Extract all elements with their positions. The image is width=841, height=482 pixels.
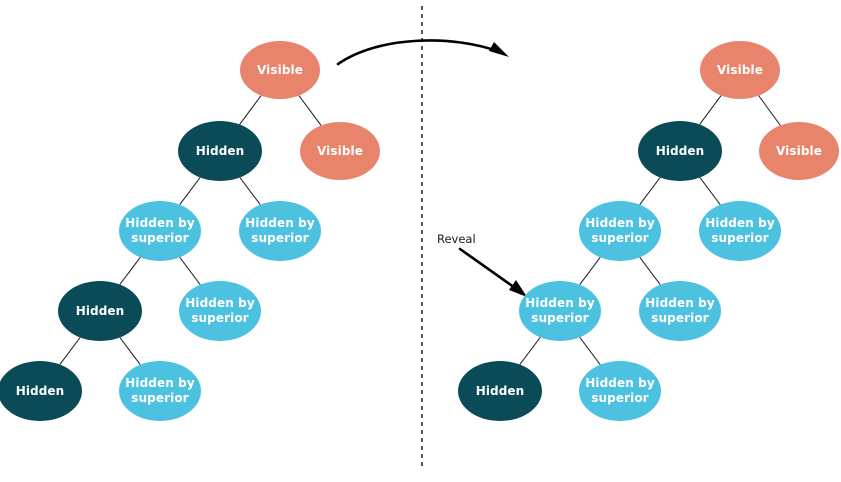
tree-edge xyxy=(758,95,781,126)
tree-edge xyxy=(119,337,141,365)
tree-node-label: Hidden by superior xyxy=(525,296,595,325)
tree-node-hidden-by-superior[interactable]: Hidden by superior xyxy=(119,361,201,421)
tree-node-label: Hidden xyxy=(75,303,125,318)
tree-node-hidden[interactable]: Hidden xyxy=(0,361,82,421)
tree-node-label: Hidden by superior xyxy=(705,216,775,245)
tree-node-label: Hidden xyxy=(475,383,525,398)
tree-node-hidden-by-superior[interactable]: Hidden by superior xyxy=(579,201,661,261)
tree-node-hidden-by-superior[interactable]: Hidden by superior xyxy=(519,281,601,341)
tree-edge xyxy=(639,177,661,205)
tree-edge xyxy=(179,257,201,285)
tree-node-hidden[interactable]: Hidden xyxy=(58,281,142,341)
tree-node-label: Hidden by superior xyxy=(125,376,195,405)
tree-node-label: Hidden by superior xyxy=(245,216,315,245)
tree-node-label: Hidden by superior xyxy=(585,216,655,245)
tree-node-hidden[interactable]: Hidden xyxy=(638,121,722,181)
reveal-arrow-line xyxy=(458,247,520,292)
tree-node-hidden-by-superior[interactable]: Hidden by superior xyxy=(699,201,781,261)
tree-node-hidden-by-superior[interactable]: Hidden by superior xyxy=(179,281,261,341)
reveal-arrow-head xyxy=(509,280,527,297)
tree-edge xyxy=(298,95,322,126)
tree-node-label: Hidden xyxy=(15,383,65,398)
tree-node-label: Hidden by superior xyxy=(645,296,715,325)
tree-node-visible[interactable]: Visible xyxy=(759,122,839,180)
tree-node-label: Hidden by superior xyxy=(125,216,195,245)
tree-edge xyxy=(699,95,722,125)
tree-node-hidden-by-superior[interactable]: Hidden by superior xyxy=(579,361,661,421)
transform-arrow-curve xyxy=(336,39,502,66)
tree-node-visible[interactable]: Visible xyxy=(240,41,320,99)
reveal-annotation-label: Reveal xyxy=(437,232,476,246)
tree-edge xyxy=(59,337,81,365)
tree-node-hidden-by-superior[interactable]: Hidden by superior xyxy=(239,201,321,261)
tree-node-label: Visible xyxy=(776,143,822,158)
tree-node-label: Hidden xyxy=(655,143,705,158)
tree-node-label: Hidden by superior xyxy=(185,296,255,325)
tree-node-hidden[interactable]: Hidden xyxy=(458,361,542,421)
tree-node-visible[interactable]: Visible xyxy=(700,41,780,99)
tree-edge xyxy=(179,177,201,205)
right-tree-edges xyxy=(519,95,781,365)
tree-node-label: Visible xyxy=(257,62,303,77)
tree-edge xyxy=(579,337,601,365)
tree-node-label: Hidden by superior xyxy=(585,376,655,405)
tree-node-label: Visible xyxy=(317,143,363,158)
left-tree-edges xyxy=(59,95,322,365)
tree-edge xyxy=(699,177,721,205)
tree-node-label: Visible xyxy=(717,62,763,77)
tree-node-hidden[interactable]: Hidden xyxy=(178,121,262,181)
transform-arrow-head xyxy=(489,42,509,57)
tree-edge xyxy=(239,95,262,125)
tree-edge xyxy=(579,257,601,285)
tree-edge xyxy=(239,177,261,205)
tree-edge xyxy=(639,257,661,285)
tree-edge xyxy=(519,337,541,365)
tree-edge xyxy=(119,257,141,285)
tree-node-label: Hidden xyxy=(195,143,245,158)
tree-node-hidden-by-superior[interactable]: Hidden by superior xyxy=(119,201,201,261)
tree-node-visible[interactable]: Visible xyxy=(300,122,380,180)
tree-node-hidden-by-superior[interactable]: Hidden by superior xyxy=(639,281,721,341)
